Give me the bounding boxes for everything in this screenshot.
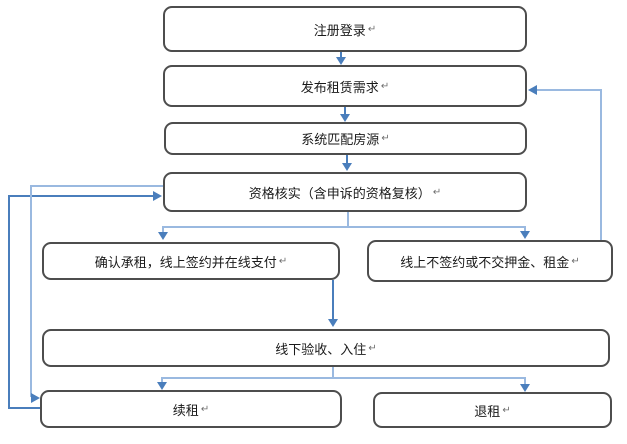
connector-renew-verify-top xyxy=(8,195,154,197)
connector-verify-nosign-drop xyxy=(524,226,526,232)
flow-node-system-match: 系统匹配房源↵ xyxy=(164,122,527,155)
paragraph-mark-icon: ↵ xyxy=(368,342,377,354)
node-label: 确认承租，线上签约并在线支付 xyxy=(94,255,277,271)
arrowhead-down-icon xyxy=(340,114,350,122)
arrowhead-left-icon xyxy=(528,85,537,95)
connector-checkin-terminate-drop xyxy=(524,377,526,385)
node-label: 发布租赁需求 xyxy=(300,80,379,96)
paragraph-mark-icon: ↵ xyxy=(432,186,442,198)
connector-verify-confirm-drop xyxy=(162,226,164,233)
connector-checkin-renew-drop xyxy=(161,377,163,383)
connector-publish-match xyxy=(344,107,346,115)
arrowhead-down-icon xyxy=(328,319,338,327)
connector-verify-renew-vertical xyxy=(30,185,32,397)
connector-nosign-publish-horizontal xyxy=(537,89,601,91)
connector-checkin-split-stub xyxy=(332,367,334,378)
paragraph-mark-icon: ↵ xyxy=(380,80,390,92)
connector-renew-verify-vertical xyxy=(8,195,10,408)
paragraph-mark-icon: ↵ xyxy=(200,403,210,415)
arrowhead-down-icon xyxy=(342,163,352,171)
arrowhead-down-icon xyxy=(520,231,530,239)
paragraph-mark-icon: ↵ xyxy=(367,23,377,35)
node-label: 退租 xyxy=(474,404,501,420)
paragraph-mark-icon: ↵ xyxy=(278,255,288,267)
flow-node-renew-lease: 续租↵ xyxy=(40,390,342,428)
node-label: 资格核实（含申诉的资格复核） xyxy=(248,186,431,202)
connector-renew-verify-bottom xyxy=(8,407,40,409)
connector-verify-split-horizontal xyxy=(163,226,525,228)
connector-match-verify xyxy=(346,155,348,164)
arrowhead-down-icon xyxy=(336,57,346,65)
flow-node-publish-demand: 发布租赁需求↵ xyxy=(163,65,527,107)
arrowhead-down-icon xyxy=(157,382,167,390)
arrowhead-right-icon xyxy=(31,393,40,403)
connector-checkin-split-horizontal xyxy=(162,377,525,379)
arrowhead-down-icon xyxy=(158,232,168,240)
node-label: 注册登录 xyxy=(313,23,366,39)
arrowhead-down-icon xyxy=(520,384,530,392)
connector-register-publish xyxy=(340,52,342,58)
flow-node-confirm-sign-pay: 确认承租，线上签约并在线支付↵ xyxy=(42,242,340,280)
node-label: 线上不签约或不交押金、租金 xyxy=(400,255,570,271)
flow-node-terminate-lease: 退租↵ xyxy=(373,392,612,428)
arrowhead-right-icon xyxy=(153,191,162,201)
node-label: 续租 xyxy=(172,403,199,419)
flow-node-no-sign-no-pay: 线上不签约或不交押金、租金↵ xyxy=(367,240,613,282)
connector-verify-renew-top xyxy=(30,185,163,187)
paragraph-mark-icon: ↵ xyxy=(381,133,390,144)
flow-node-register-login: 注册登录↵ xyxy=(163,6,527,52)
paragraph-mark-icon: ↵ xyxy=(571,255,580,267)
node-label: 系统匹配房源 xyxy=(301,133,380,148)
connector-confirm-checkin xyxy=(332,280,334,320)
paragraph-mark-icon: ↵ xyxy=(502,404,511,416)
flow-node-qualification-verify: 资格核实（含申诉的资格复核）↵ xyxy=(163,172,527,212)
flow-node-offline-checkin: 线下验收、入住↵ xyxy=(42,329,610,367)
connector-nosign-publish-vertical xyxy=(600,89,602,240)
node-label: 线下验收、入住 xyxy=(275,342,367,358)
connector-verify-split-stub xyxy=(347,212,349,227)
